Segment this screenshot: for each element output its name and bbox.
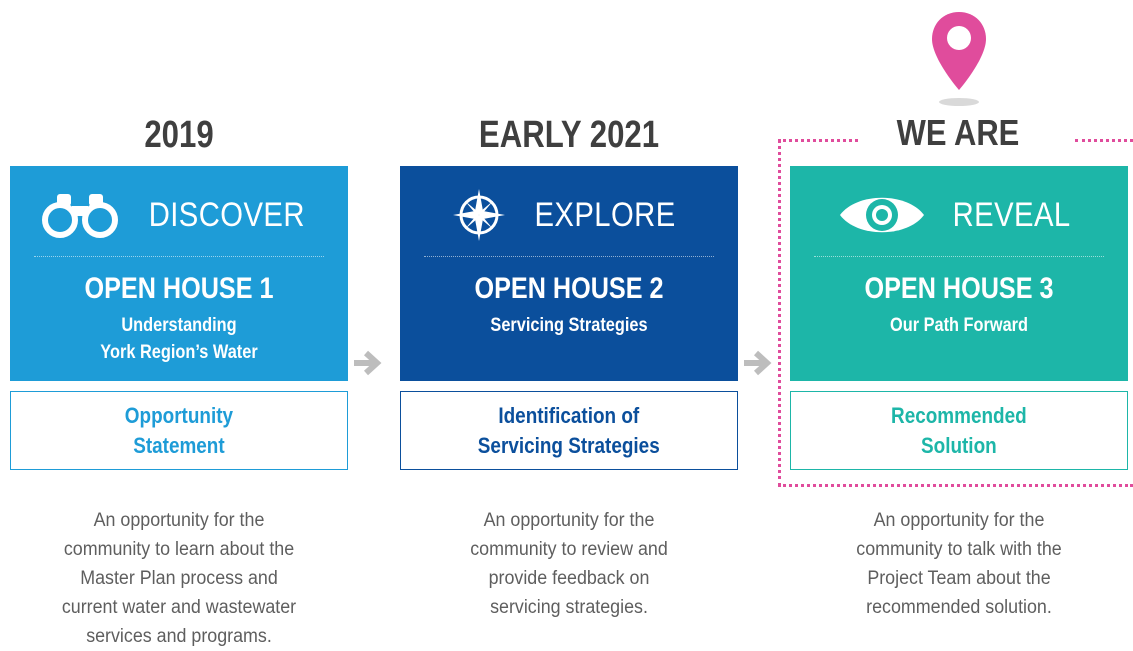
outcome-line: Statement <box>133 432 225 458</box>
compass-icon <box>452 189 505 241</box>
we-are-here-label: WE ARE HERE <box>863 108 1053 203</box>
description-line: recommended solution. <box>866 597 1052 618</box>
phase-card-explore: EXPLORE OPEN HOUSE 2 Servicing Strategie… <box>400 166 738 381</box>
subtitle-line: Servicing Strategies <box>490 315 648 336</box>
outcome-line: Recommended <box>891 402 1027 428</box>
divider <box>34 256 324 257</box>
divider <box>814 256 1104 257</box>
year-label-explore: EARLY 2021 <box>478 114 660 156</box>
outcome-line: Identification of <box>498 402 640 428</box>
current-phase-frame <box>778 139 1133 487</box>
open-house-title: OPEN HOUSE 3 <box>864 272 1054 305</box>
arrow-right-icon <box>744 350 772 376</box>
description-discover: An opportunity for the community to lear… <box>10 506 348 651</box>
open-house-subtitle: Our Path Forward <box>814 312 1105 339</box>
subtitle-line: York Region’s Water <box>100 342 258 363</box>
year-label-discover: 2019 <box>144 114 214 156</box>
open-house-title: OPEN HOUSE 2 <box>474 272 664 305</box>
description-line: current water and wastewater <box>61 597 297 618</box>
outcome-box-discover: Opportunity Statement <box>10 391 348 470</box>
outcome-box-explore: Identification of Servicing Strategies <box>400 391 738 470</box>
phase-card-reveal: REVEAL OPEN HOUSE 3 Our Path Forward <box>790 166 1128 381</box>
description-line: An opportunity for the <box>93 510 265 531</box>
outcome-box-reveal: Recommended Solution <box>790 391 1128 470</box>
description-line: Project Team about the <box>867 568 1051 589</box>
description-line: provide feedback on <box>488 568 650 589</box>
phase-name-discover: DISCOVER <box>148 195 306 234</box>
description-line: community to learn about the <box>63 539 295 560</box>
outcome-line: Opportunity <box>124 402 234 428</box>
outcome-line: Servicing Strategies <box>478 432 660 458</box>
outcome-line: Solution <box>921 432 997 458</box>
description-line: community to talk with the <box>856 539 1062 560</box>
eye-icon <box>840 197 925 233</box>
description-line: Master Plan process and <box>80 568 278 589</box>
open-house-subtitle: Servicing Strategies <box>424 312 715 339</box>
current-phase-frame-top-right <box>1075 139 1133 142</box>
open-house-subtitle: Understanding York Region’s Water <box>34 312 325 366</box>
location-pin-icon <box>932 12 986 106</box>
description-line: community to review and <box>470 539 668 560</box>
arrow-right-icon <box>354 350 382 376</box>
phase-card-discover: DISCOVER OPEN HOUSE 1 Understanding York… <box>10 166 348 381</box>
current-phase-frame-top-left <box>778 139 858 142</box>
description-explore: An opportunity for the community to revi… <box>400 506 738 622</box>
subtitle-line: Our Path Forward <box>889 315 1029 336</box>
description-line: servicing strategies. <box>490 597 648 618</box>
description-line: An opportunity for the <box>873 510 1045 531</box>
open-house-title: OPEN HOUSE 1 <box>84 272 274 305</box>
phase-name-reveal: REVEAL <box>953 195 1071 234</box>
phase-name-explore: EXPLORE <box>534 195 676 234</box>
description-line: An opportunity for the <box>483 510 655 531</box>
binoculars-icon <box>42 194 119 238</box>
description-reveal: An opportunity for the community to talk… <box>790 506 1128 622</box>
description-line: services and programs. <box>86 626 272 647</box>
subtitle-line: Understanding <box>121 315 237 336</box>
divider <box>424 256 714 257</box>
